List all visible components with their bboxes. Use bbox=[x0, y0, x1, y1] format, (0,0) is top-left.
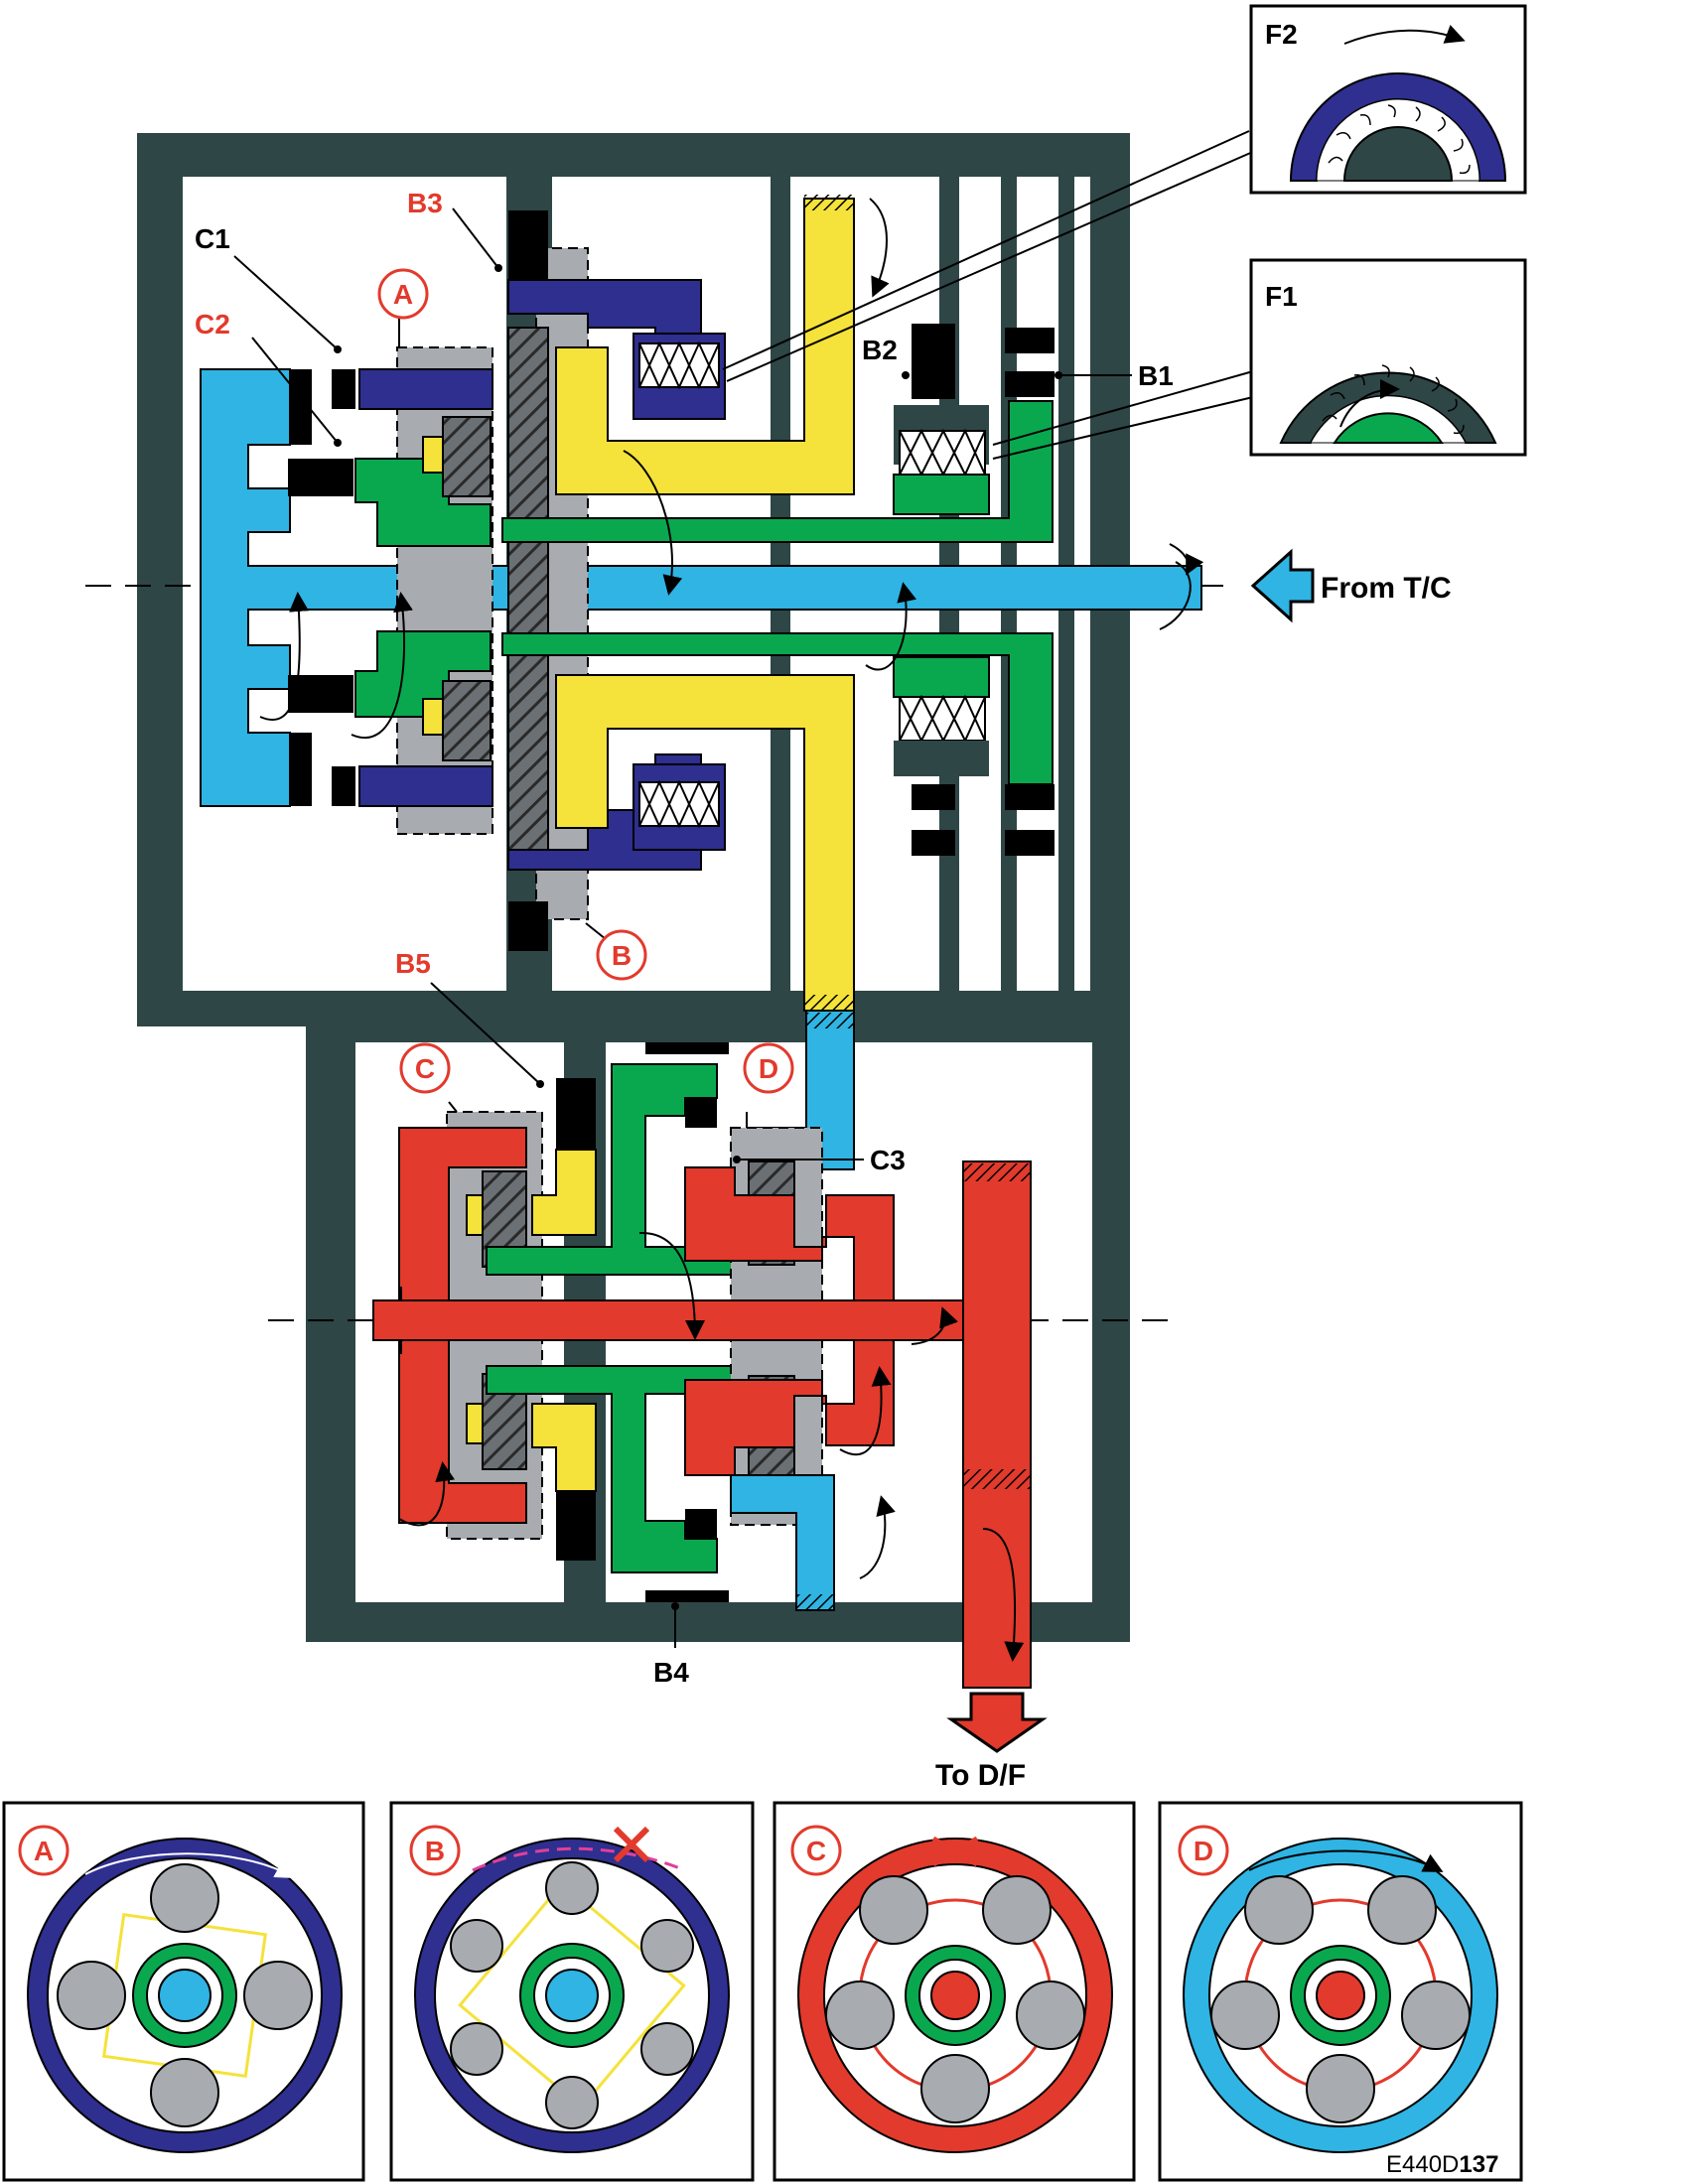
c1-clutch-plate-lower bbox=[332, 766, 355, 806]
intermediate-shaft bbox=[501, 400, 1054, 543]
label-b4: B4 bbox=[653, 1657, 689, 1688]
output-shaft bbox=[372, 1299, 964, 1341]
from-tc-arrow-icon bbox=[1250, 548, 1315, 623]
to-df-arrow-icon bbox=[946, 1692, 1048, 1753]
b4-band-top bbox=[645, 1042, 729, 1054]
label-f2: F2 bbox=[1265, 19, 1298, 50]
c1-clutch-plate bbox=[332, 369, 355, 409]
label-b2: B2 bbox=[862, 335, 898, 365]
c2-clutch-plate-lower bbox=[288, 675, 353, 713]
b5-hub bbox=[531, 1149, 597, 1236]
f2-one-way-clutch-lower bbox=[638, 779, 720, 829]
inset-b bbox=[389, 1801, 755, 2182]
label-c3: C3 bbox=[870, 1145, 906, 1175]
f2-inset bbox=[1249, 4, 1527, 195]
label-c2: C2 bbox=[195, 309, 230, 340]
rear-ring-gear bbox=[398, 1127, 527, 1524]
b1-brake-plate-2 bbox=[1005, 371, 1055, 397]
b3-brake-plate bbox=[508, 210, 548, 280]
circle-label-b: B bbox=[612, 940, 632, 971]
figure-id-number: 137 bbox=[1459, 2151, 1498, 2178]
label-to-df: To D/F bbox=[935, 1759, 1026, 1792]
inset-label-c: C bbox=[806, 1836, 826, 1866]
b2-brake-plate bbox=[912, 324, 955, 399]
circle-label-d: D bbox=[759, 1053, 778, 1084]
circled-labels bbox=[18, 268, 1229, 1876]
c2-clutch-plate bbox=[288, 459, 353, 496]
label-b1: B1 bbox=[1138, 360, 1174, 391]
circle-label-a: A bbox=[393, 279, 413, 310]
b5-hub-lower bbox=[531, 1403, 597, 1492]
inset-label-d: D bbox=[1194, 1836, 1213, 1866]
counter-driven-gear bbox=[962, 1160, 1032, 1689]
input-shaft bbox=[200, 368, 1202, 807]
leader-lines bbox=[233, 130, 1256, 1648]
front-planet-pinion bbox=[442, 416, 492, 497]
c1-drum-lower bbox=[358, 765, 493, 807]
b5-brake-plate-lower bbox=[556, 1491, 596, 1561]
f2-one-way-clutch bbox=[638, 341, 720, 390]
rear-sun-gear-lower bbox=[684, 1339, 895, 1476]
figure-id-prefix: E440D bbox=[1386, 2151, 1459, 2178]
label-from-tc: From T/C bbox=[1321, 572, 1452, 605]
b5-brake-plate bbox=[556, 1078, 596, 1150]
leader-dots bbox=[334, 264, 1062, 1610]
label-f1: F1 bbox=[1265, 281, 1298, 312]
circle-label-c: C bbox=[415, 1053, 435, 1084]
inset-c bbox=[773, 1801, 1136, 2182]
b4-band bbox=[645, 1590, 729, 1602]
rotation-arrows bbox=[259, 198, 1204, 1662]
b3-brake-plate-lower bbox=[508, 901, 548, 951]
inset-d bbox=[1158, 1801, 1523, 2182]
c2-hub-lower bbox=[354, 630, 492, 718]
c1-drum bbox=[358, 368, 493, 410]
figure-id: E440D137 bbox=[1386, 2151, 1498, 2178]
front-sun-drum-lower bbox=[555, 674, 855, 1012]
f1-one-way-clutch-lower bbox=[899, 694, 986, 744]
b3-drum bbox=[507, 279, 702, 402]
front-planet-pinion-lower bbox=[442, 680, 492, 761]
label-c1: C1 bbox=[195, 223, 230, 254]
label-b5: B5 bbox=[395, 948, 431, 979]
b1-brake-plate bbox=[1005, 328, 1055, 353]
inset-label-b: B bbox=[425, 1836, 445, 1866]
f1-one-way-clutch bbox=[899, 428, 986, 478]
inset-label-a: A bbox=[34, 1836, 54, 1866]
f1-inset bbox=[1249, 258, 1527, 457]
rear-planet-pinion bbox=[507, 327, 549, 851]
rear-sun-gear bbox=[684, 1166, 895, 1301]
label-b3: B3 bbox=[407, 188, 443, 218]
